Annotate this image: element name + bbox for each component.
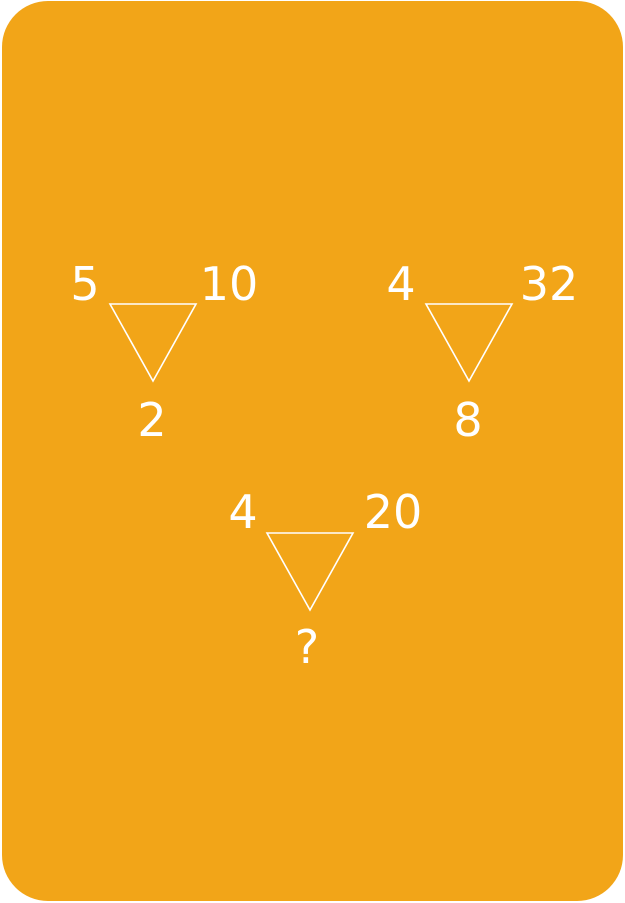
- puzzle-1-bottom-number: 2: [137, 393, 167, 447]
- puzzle-1-triangle-shape: [108, 303, 198, 383]
- puzzle-3-left-number: 4: [228, 485, 258, 539]
- puzzle-1-triangle: [108, 303, 198, 383]
- puzzle-2-left-number: 4: [386, 257, 416, 311]
- puzzle-1-left-number: 5: [70, 257, 100, 311]
- puzzle-3-right-number: 20: [363, 485, 423, 539]
- puzzle-2-triangle: [424, 303, 514, 383]
- puzzle-2-bottom-number: 8: [453, 393, 483, 447]
- puzzle-3-bottom-number: ?: [294, 620, 320, 674]
- puzzle-2-triangle-shape: [424, 303, 514, 383]
- puzzle-3-triangle-shape: [265, 532, 355, 612]
- puzzle-1-right-number: 10: [199, 257, 259, 311]
- puzzle-2-right-number: 32: [519, 257, 579, 311]
- puzzle-3-triangle: [265, 532, 355, 612]
